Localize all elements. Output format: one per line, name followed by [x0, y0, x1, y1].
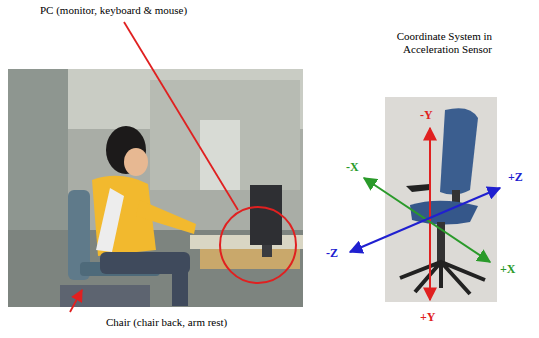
axis-label: +Y — [420, 310, 436, 324]
part-label: Chair (chair back, arm rest) — [106, 316, 227, 329]
leader-line — [124, 22, 238, 210]
y-axis — [429, 128, 431, 300]
part-label: PC (monitor, keyboard & mouse) — [40, 4, 187, 17]
axis-label: +X — [498, 262, 518, 276]
leader-line — [70, 290, 82, 312]
axis-label: -Z — [326, 246, 338, 260]
axis-label: -Y — [420, 108, 433, 122]
axis-label: +Z — [508, 170, 523, 184]
chair-photo — [385, 97, 497, 302]
panel-heading: Coordinate System in Acceleration Sensor — [368, 30, 492, 56]
highlight-circle — [220, 207, 296, 283]
office-photo — [8, 69, 303, 307]
z-axis — [350, 188, 500, 252]
axis-label: -X — [346, 160, 359, 174]
